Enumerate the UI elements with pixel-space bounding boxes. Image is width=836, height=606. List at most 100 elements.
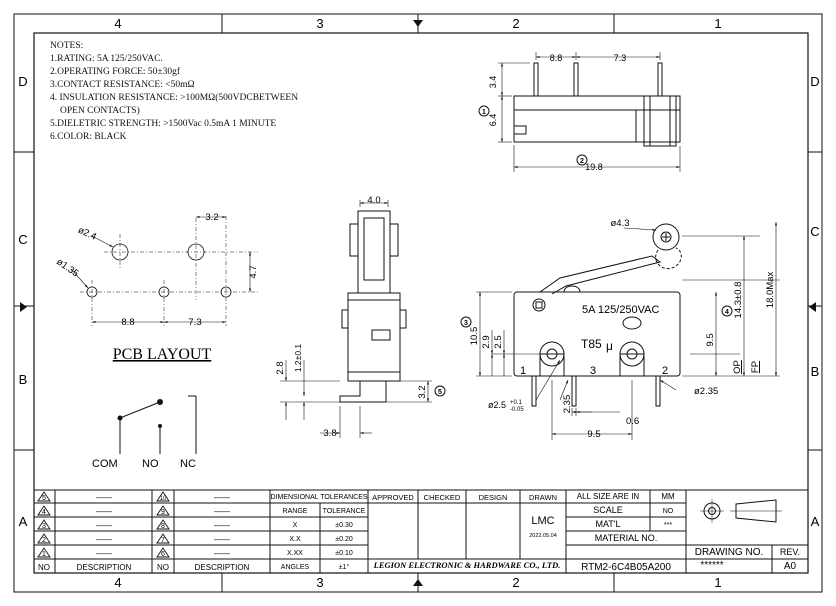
- note-line-5: 5.DIELETRIC STRENGTH: >1500Vac 0.5mA 1 M…: [50, 119, 277, 129]
- svg-text:4: 4: [725, 309, 729, 316]
- checked-label: CHECKED: [424, 493, 461, 502]
- revision-triangles: [37, 491, 170, 558]
- zone-left-d: D: [18, 74, 27, 89]
- rev-desc-8: ——: [214, 521, 230, 530]
- pcb-layout: [71, 215, 258, 326]
- rev-desc-7: ——: [214, 535, 230, 544]
- front-dim-9-5-horiz: 9.5: [587, 429, 600, 440]
- rev-num-1: 1: [42, 551, 46, 558]
- zone-right-b: B: [811, 364, 820, 379]
- rev-num-9: 9: [161, 509, 165, 516]
- terminal-1: 1: [520, 365, 526, 377]
- note-line-2: 2.OPERATING FORCE: 50±30gf: [50, 67, 181, 77]
- svg-text:3: 3: [464, 320, 468, 327]
- terminal-2: 2: [662, 365, 668, 377]
- rev-desc-4: ——: [96, 507, 112, 516]
- dim-19-8: 19.8: [585, 162, 603, 172]
- center-mark-bottom: [413, 579, 423, 586]
- col-no-left: NO: [38, 563, 50, 572]
- title-block: [34, 489, 808, 573]
- all-size-value: MM: [661, 492, 675, 501]
- zone-left-b: B: [19, 372, 28, 387]
- notes-title: NOTES:: [50, 41, 84, 51]
- side-dim-1-2: 1.2±0.1: [293, 344, 303, 373]
- notes-block: NOTES: 1.RATING: 5A 125/250VAC. 2.OPERAT…: [50, 40, 298, 144]
- front-dim-dia-2-35: ø2.35: [694, 386, 718, 397]
- rev-label: REV.: [780, 547, 800, 557]
- zone-bottom-1: 1: [714, 575, 721, 590]
- schematic-no-label: NO: [142, 458, 159, 470]
- tol-range-xxx: X.XX: [287, 550, 303, 557]
- col-description-left: DESCRIPTION: [77, 563, 132, 572]
- rev-num-6: 6: [161, 551, 165, 558]
- all-size-label: ALL SIZE ARE IN: [577, 492, 640, 501]
- svg-text:2: 2: [580, 158, 584, 165]
- zone-left-c: C: [18, 232, 27, 247]
- marker-1: 1: [478, 105, 490, 117]
- front-dim-dia-4-3: ø4.3: [610, 218, 629, 229]
- design-label: DESIGN: [479, 493, 508, 502]
- front-dim-hole: ø2.5: [488, 400, 506, 410]
- rev-desc-5: ——: [96, 493, 112, 502]
- zone-top-1: 1: [714, 16, 721, 31]
- pcb-dim-7-3: 7.3: [188, 317, 201, 328]
- front-dim-2-9: 2.9: [481, 335, 492, 348]
- terminal-3: 3: [590, 365, 596, 377]
- drawn-label: DRAWN: [529, 493, 557, 502]
- pcb-layout-title: PCB LAYOUT: [113, 346, 212, 363]
- zone-top-2: 2: [512, 16, 519, 31]
- side-dim-3-2: 3.2: [417, 385, 428, 398]
- approved-label: APPROVED: [372, 493, 414, 502]
- matl-label: MAT'L: [595, 519, 620, 529]
- front-dim-fp: FP: [750, 361, 761, 373]
- front-dim-14-3: 14.3±0.8: [733, 282, 744, 319]
- front-dim-hole-tol-plus: +0.1: [510, 400, 523, 406]
- center-mark-left: [20, 302, 27, 312]
- material-no-label: MATERIAL NO.: [595, 533, 658, 543]
- rev-desc-6: ——: [214, 549, 230, 558]
- drawing-no-value: ******: [700, 560, 723, 571]
- pcb-dim-3-2: 3.2: [205, 212, 218, 223]
- front-temp-label: T85: [581, 337, 602, 351]
- tol-value-x: ±0.30: [335, 522, 353, 529]
- col-description-right: DESCRIPTION: [195, 563, 250, 572]
- zone-top-4: 4: [114, 16, 121, 31]
- side-dim-3-8: 3.8: [323, 428, 336, 439]
- inner-frame: [33, 32, 809, 574]
- tol-range-angles: ANGLES: [281, 564, 310, 571]
- side-dim-4-0: 4.0: [367, 195, 380, 206]
- dim-8-8-top: 8.8: [550, 53, 563, 63]
- front-view: [476, 222, 780, 440]
- zone-right-d: D: [810, 74, 819, 89]
- pcb-dim-8-8: 8.8: [121, 317, 134, 328]
- center-mark-top: [413, 20, 423, 27]
- rev-num-5: 5: [42, 495, 46, 502]
- tol-value-xxx: ±0.10: [335, 550, 353, 557]
- tol-range-header: RANGE: [283, 508, 308, 515]
- drawing-no-label: DRAWING NO.: [695, 547, 764, 558]
- front-dim-0-6: 0.6: [626, 416, 639, 427]
- schematic-com-label: COM: [92, 458, 118, 470]
- zone-right-a: A: [811, 514, 820, 529]
- tol-range-xx: X.X: [289, 536, 301, 543]
- tol-value-angles: ±1°: [339, 563, 350, 571]
- rev-value: A0: [784, 561, 797, 572]
- marker-3: 3: [460, 316, 472, 328]
- zone-left-a: A: [19, 514, 28, 529]
- zone-bottom-4: 4: [114, 575, 121, 590]
- front-dim-2-5: 2.5: [493, 335, 504, 348]
- tol-header: DIMENSIONAL TOLERANCES: [270, 494, 367, 501]
- front-dim-18-0-max: 18.0Max: [765, 272, 776, 309]
- rev-num-4: 4: [42, 509, 46, 516]
- dim-7-3-top: 7.3: [614, 53, 627, 63]
- scale-label: SCALE: [593, 505, 623, 515]
- switch-schematic: [117, 395, 197, 454]
- rev-desc-1: ——: [96, 549, 112, 558]
- svg-text:1: 1: [482, 109, 486, 116]
- rev-desc-10: ——: [214, 493, 230, 502]
- tol-tolerance-header: TOLERANCE: [323, 508, 366, 515]
- zone-right-c: C: [810, 224, 819, 239]
- rev-desc-9: ——: [214, 507, 230, 516]
- marker-2: 2: [576, 154, 588, 166]
